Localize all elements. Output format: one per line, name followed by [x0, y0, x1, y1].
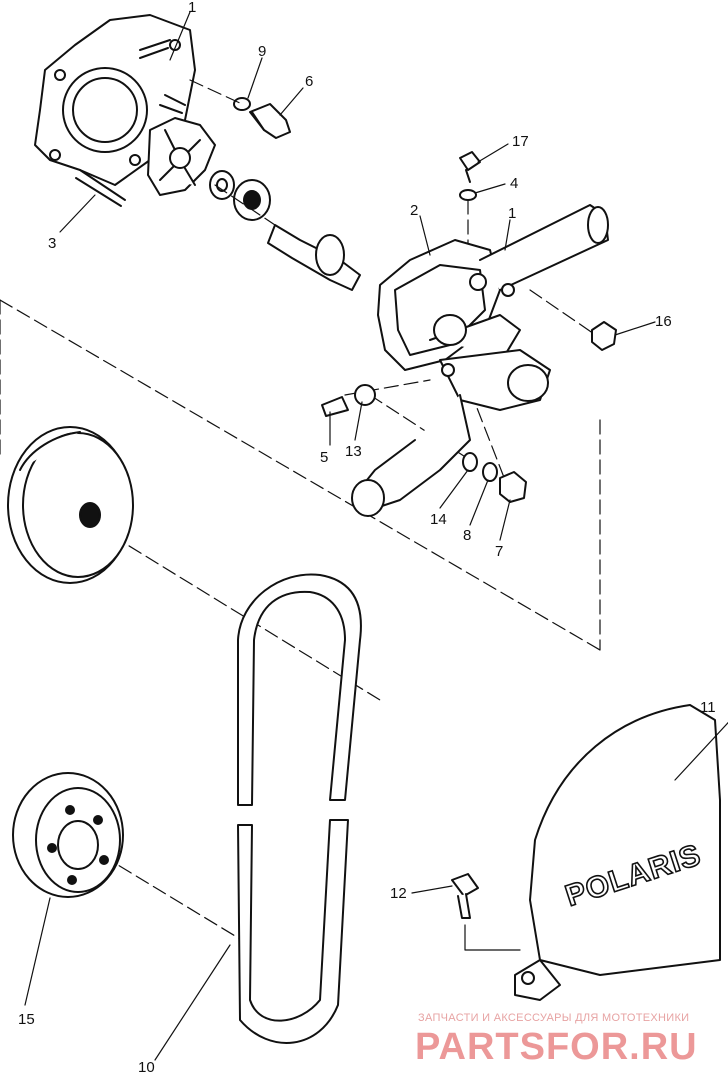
pump-body [351, 204, 609, 517]
callout-11: 11 [700, 699, 716, 716]
callout-6: 6 [305, 73, 314, 90]
callout-5: 5 [320, 449, 329, 466]
callout-3: 3 [48, 235, 57, 252]
callout-15: 15 [18, 1011, 35, 1028]
nut-7 [499, 471, 527, 503]
callout-4: 4 [510, 175, 519, 192]
bolt-17 [459, 151, 481, 171]
callout-12: 12 [390, 885, 407, 902]
drive-pulley [7, 426, 134, 584]
washer-9 [233, 97, 251, 111]
callout-14: 14 [430, 511, 447, 528]
washer-14 [462, 452, 478, 472]
belt-cover [514, 704, 721, 1001]
washer-13 [354, 384, 376, 406]
watermark-brand: PARTSFOR.RU [415, 1026, 698, 1068]
washer-8 [482, 462, 498, 482]
impeller [147, 117, 216, 196]
callout-13: 13 [345, 443, 362, 460]
drive-belt [237, 573, 362, 1044]
pump-pulley [12, 772, 124, 898]
bolt-6 [249, 103, 291, 139]
nut-16 [591, 321, 617, 351]
fitting-5 [321, 396, 349, 417]
callout-8: 8 [463, 527, 472, 544]
watermark-tagline: ЗАПЧАСТИ И АКСЕССУАРЫ ДЛЯ МОТОТЕХНИКИ [418, 1012, 690, 1024]
callout-1-right: 1 [508, 205, 517, 222]
callout-10: 10 [138, 1059, 155, 1075]
seal-ring [209, 170, 235, 200]
callout-2: 2 [410, 202, 419, 219]
pump-shaft [267, 224, 361, 291]
callout-16: 16 [655, 313, 672, 330]
callout-17: 17 [512, 133, 529, 150]
callout-1-top: 1 [188, 0, 197, 16]
studs [75, 39, 186, 207]
bolt-12 [451, 873, 479, 919]
callout-7: 7 [495, 543, 504, 560]
callout-9: 9 [258, 43, 267, 60]
washer-4 [459, 189, 477, 201]
